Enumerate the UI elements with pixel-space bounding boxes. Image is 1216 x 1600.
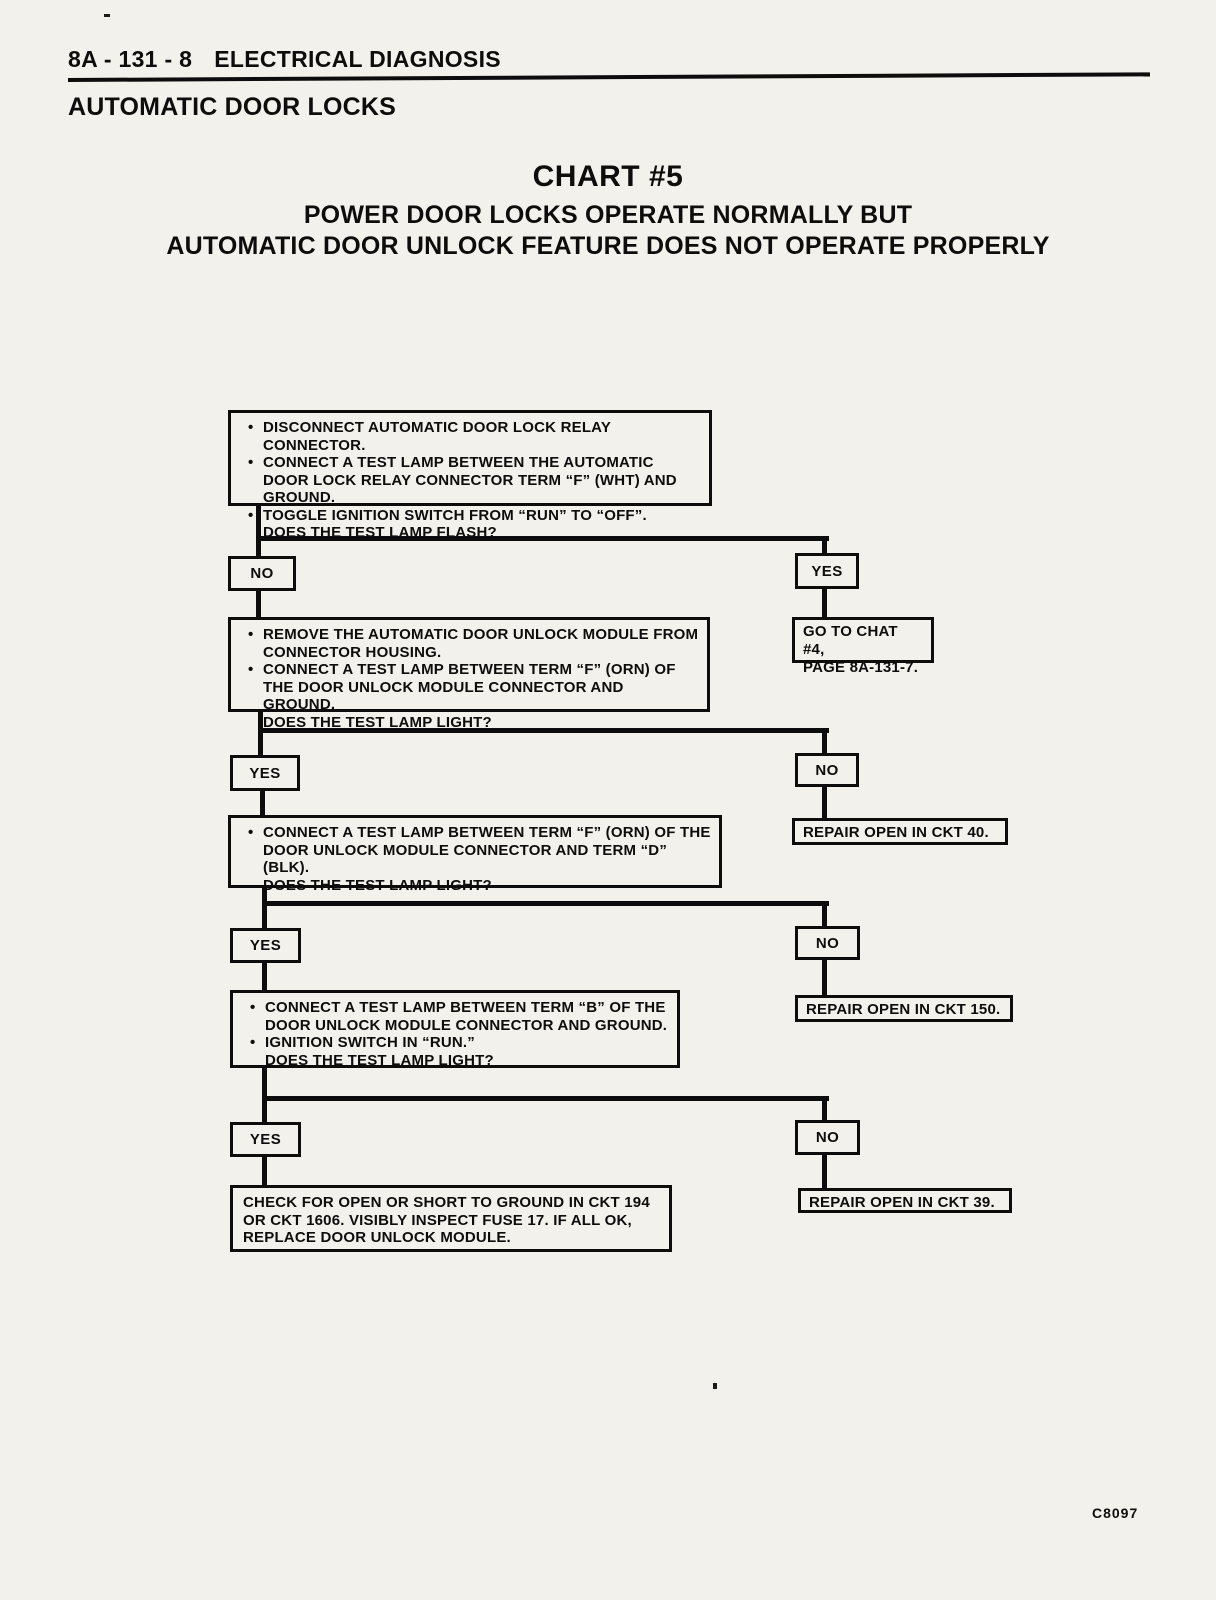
step3-line-1: CONNECT A TEST LAMP BETWEEN TERM “F” (OR…: [248, 824, 711, 877]
step4-line-2: IGNITION SWITCH IN “RUN.”: [250, 1034, 669, 1052]
decision-no-4: NO: [795, 1120, 860, 1155]
connector-line: [256, 506, 261, 556]
connector-line: [262, 1068, 267, 1122]
decision-no-1: NO: [228, 556, 296, 591]
decision-yes-4: YES: [230, 1122, 301, 1157]
connector-line: [258, 712, 263, 757]
goto-chart-line-2: PAGE 8A-131-7.: [803, 659, 919, 676]
scan-speck: [713, 1383, 717, 1389]
step3-question: DOES THE TEST LAMP LIGHT?: [263, 876, 492, 894]
decision-no-3: NO: [795, 926, 860, 960]
page-header: 8A - 131 - 8 ELECTRICAL DIAGNOSIS: [68, 46, 501, 73]
step2-action-box: REMOVE THE AUTOMATIC DOOR UNLOCK MODULE …: [228, 617, 710, 731]
chart-title: CHART #5: [532, 160, 684, 193]
connector-line: [822, 960, 827, 995]
header-rule: [67, 72, 1150, 82]
connector-line: [260, 791, 265, 815]
final-action-box: CHECK FOR OPEN OR SHORT TO GROUND IN CKT…: [230, 1185, 672, 1252]
connector-line: [822, 787, 827, 818]
step4-action-box: CONNECT A TEST LAMP BETWEEN TERM “B” OF …: [230, 990, 680, 1069]
scan-speck: [104, 14, 110, 17]
connector-line: [262, 1157, 267, 1185]
connector-line: [822, 536, 827, 555]
decision-yes-2: YES: [230, 755, 300, 791]
connector-line: [256, 536, 829, 541]
connector-line: [262, 1096, 829, 1101]
chart-title-block: CHART #5 POWER DOOR LOCKS OPERATE NORMAL…: [0, 160, 1216, 262]
step1-line-1: DISCONNECT AUTOMATIC DOOR LOCK RELAY CON…: [248, 419, 701, 454]
goto-chart-line-1: GO TO CHAT #4,: [803, 623, 898, 658]
decision-yes-3: YES: [230, 928, 301, 963]
step4-line-1: CONNECT A TEST LAMP BETWEEN TERM “B” OF …: [250, 999, 669, 1034]
chart-subtitle-2: AUTOMATIC DOOR UNLOCK FEATURE DOES NOT O…: [166, 232, 1050, 260]
goto-chart-terminal: GO TO CHAT #4, PAGE 8A-131-7.: [792, 617, 934, 676]
connector-line: [822, 588, 827, 617]
step3-action-box: CONNECT A TEST LAMP BETWEEN TERM “F” (OR…: [228, 815, 722, 894]
step1-line-2: CONNECT A TEST LAMP BETWEEN THE AUTOMATI…: [248, 454, 701, 507]
step2-line-2: CONNECT A TEST LAMP BETWEEN TERM “F” (OR…: [248, 661, 699, 714]
decision-no-2: NO: [795, 753, 859, 787]
step1-line-3: TOGGLE IGNITION SWITCH FROM “RUN” TO “OF…: [248, 507, 701, 525]
connector-line: [822, 1155, 827, 1188]
step2-question: DOES THE TEST LAMP LIGHT?: [263, 713, 492, 731]
connector-line: [822, 728, 827, 753]
repair-ckt150-terminal: REPAIR OPEN IN CKT 150.: [795, 995, 1013, 1022]
step2-line-1: REMOVE THE AUTOMATIC DOOR UNLOCK MODULE …: [248, 626, 699, 661]
chart-subtitle-1: POWER DOOR LOCKS OPERATE NORMALLY BUT: [303, 201, 913, 229]
header-title: ELECTRICAL DIAGNOSIS: [214, 46, 501, 72]
connector-line: [258, 728, 829, 733]
page-number: 8A - 131 - 8: [68, 46, 193, 72]
step1-action-box: DISCONNECT AUTOMATIC DOOR LOCK RELAY CON…: [228, 410, 712, 541]
connector-line: [262, 963, 267, 990]
repair-ckt40-terminal: REPAIR OPEN IN CKT 40.: [792, 818, 1008, 845]
decision-yes-1: YES: [795, 553, 859, 589]
step4-question: DOES THE TEST LAMP LIGHT?: [265, 1051, 494, 1069]
figure-code: C8097: [1092, 1505, 1139, 1521]
connector-line: [262, 888, 267, 928]
connector-line: [262, 901, 829, 906]
connector-line: [822, 1096, 827, 1120]
final-line-1: CHECK FOR OPEN OR SHORT TO GROUND IN CKT…: [243, 1194, 650, 1246]
connector-line: [256, 590, 261, 617]
repair-ckt39-terminal: REPAIR OPEN IN CKT 39.: [798, 1188, 1012, 1213]
section-title: AUTOMATIC DOOR LOCKS: [68, 93, 397, 121]
connector-line: [822, 901, 827, 926]
